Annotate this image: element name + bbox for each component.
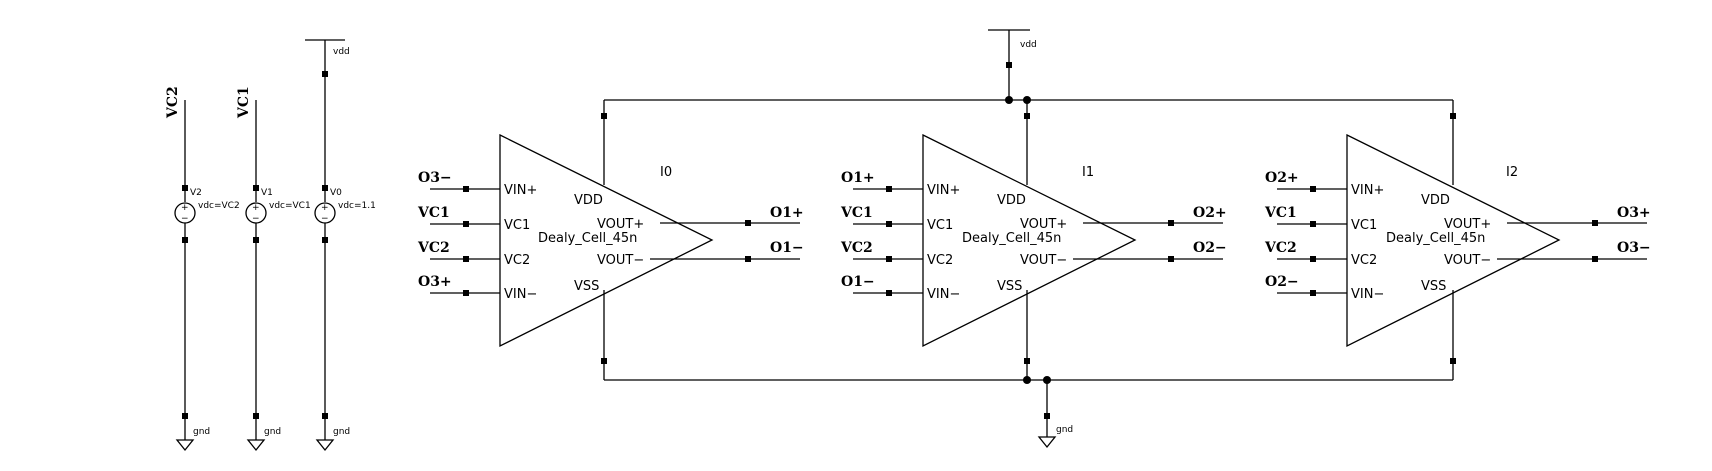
net-label: VC2: [840, 240, 873, 256]
net-label: O2+: [1193, 205, 1227, 221]
net-label: VC2: [417, 240, 450, 256]
net-label: O2−: [1193, 240, 1227, 256]
pin-vout-plus: VOUT+: [597, 217, 644, 232]
pin-vss: VSS: [1421, 279, 1446, 294]
vdd-label: vdd: [333, 47, 350, 57]
delay-cell-i0: I0 Dealy_Cell_45n VDD VSS VIN+ VC1 VC2 V…: [417, 113, 804, 364]
pin-vin-plus: VIN+: [927, 183, 960, 198]
vdd-rail: vdd: [603, 29, 1454, 185]
source-param-v0: vdc=1.1: [338, 201, 376, 211]
pin-vdd: VDD: [574, 193, 603, 208]
net-label: O3−: [418, 170, 452, 186]
instance-label-i0: I0: [660, 165, 672, 180]
delay-cell-i2: I2 Dealy_Cell_45n VDD VSS VIN+ VC1 VC2 V…: [1264, 113, 1651, 364]
pin-vout-plus: VOUT+: [1020, 217, 1067, 232]
source-inst-v2: V2: [190, 188, 202, 198]
net-label: O3+: [1617, 205, 1651, 221]
instance-label-i1: I1: [1082, 165, 1094, 180]
source-v1: VC1 +− V1 vdc=VC1 gnd: [236, 86, 311, 452]
gnd-label: gnd: [1056, 425, 1073, 435]
source-inst-v1: V1: [261, 188, 273, 198]
gnd-label: gnd: [333, 427, 350, 437]
net-label: VC1: [417, 205, 450, 221]
net-label: O3+: [418, 274, 452, 290]
gnd-label: gnd: [193, 427, 210, 437]
source-param-v2: vdc=VC2: [198, 201, 240, 211]
pin-vc1: VC1: [504, 218, 530, 233]
net-label-vc2: VC2: [165, 86, 181, 119]
pin-vc2: VC2: [504, 253, 530, 268]
amplifier-triangle-icon: [1346, 133, 1561, 348]
svg-text:+: +: [252, 203, 260, 213]
cell-name-i0: Dealy_Cell_45n: [538, 231, 637, 246]
net-label: O1+: [770, 205, 804, 221]
pin-vout-minus: VOUT−: [597, 253, 644, 268]
svg-text:−: −: [181, 214, 189, 224]
net-label: O1−: [841, 274, 875, 290]
amplifier-triangle-icon: [499, 133, 714, 348]
pin-vdd: VDD: [997, 193, 1026, 208]
source-v2: VC2 +− V2 vdc=VC2 gnd: [165, 86, 240, 452]
pin-vout-minus: VOUT−: [1020, 253, 1067, 268]
pin-vc1: VC1: [927, 218, 953, 233]
amplifier-triangle-icon: [922, 133, 1137, 348]
net-label: O1+: [841, 170, 875, 186]
delay-cell-i1: I1 Dealy_Cell_45n VDD VSS VIN+ VC1 VC2 V…: [840, 113, 1227, 364]
pin-vout-minus: VOUT−: [1444, 253, 1491, 268]
pin-vc1: VC1: [1351, 218, 1377, 233]
pin-vss: VSS: [574, 279, 599, 294]
svg-text:−: −: [252, 214, 260, 224]
gnd-rail: gnd: [603, 290, 1454, 449]
svg-text:−: −: [321, 214, 329, 224]
ground-icon: [246, 439, 266, 452]
vdd-label: vdd: [1020, 40, 1037, 50]
svg-text:+: +: [181, 203, 189, 213]
net-label-vc1: VC1: [236, 86, 252, 119]
net-label: O3−: [1617, 240, 1651, 256]
pin-vout-plus: VOUT+: [1444, 217, 1491, 232]
pin-vss: VSS: [997, 279, 1022, 294]
pin-vc2: VC2: [927, 253, 953, 268]
pin-vc2: VC2: [1351, 253, 1377, 268]
pin-vin-plus: VIN+: [504, 183, 537, 198]
source-v0: vdd +− V0 vdc=1.1 gnd: [305, 39, 376, 452]
cell-name-i2: Dealy_Cell_45n: [1386, 231, 1485, 246]
net-label: O1−: [770, 240, 804, 256]
gnd-label: gnd: [264, 427, 281, 437]
net-label: O2−: [1265, 274, 1299, 290]
source-param-v1: vdc=VC1: [269, 201, 311, 211]
net-label: VC1: [840, 205, 873, 221]
ground-icon: [175, 439, 195, 452]
ground-icon: [1037, 436, 1057, 449]
source-inst-v0: V0: [330, 188, 342, 198]
pin-vin-minus: VIN−: [1351, 287, 1384, 302]
pin-vin-minus: VIN−: [927, 287, 960, 302]
ground-icon: [315, 439, 335, 452]
instance-label-i2: I2: [1506, 165, 1518, 180]
pin-vin-plus: VIN+: [1351, 183, 1384, 198]
net-label: O2+: [1265, 170, 1299, 186]
pin-vdd: VDD: [1421, 193, 1450, 208]
svg-text:+: +: [321, 203, 329, 213]
net-label: VC2: [1264, 240, 1297, 256]
cell-name-i1: Dealy_Cell_45n: [962, 231, 1061, 246]
net-label: VC1: [1264, 205, 1297, 221]
pin-vin-minus: VIN−: [504, 287, 537, 302]
